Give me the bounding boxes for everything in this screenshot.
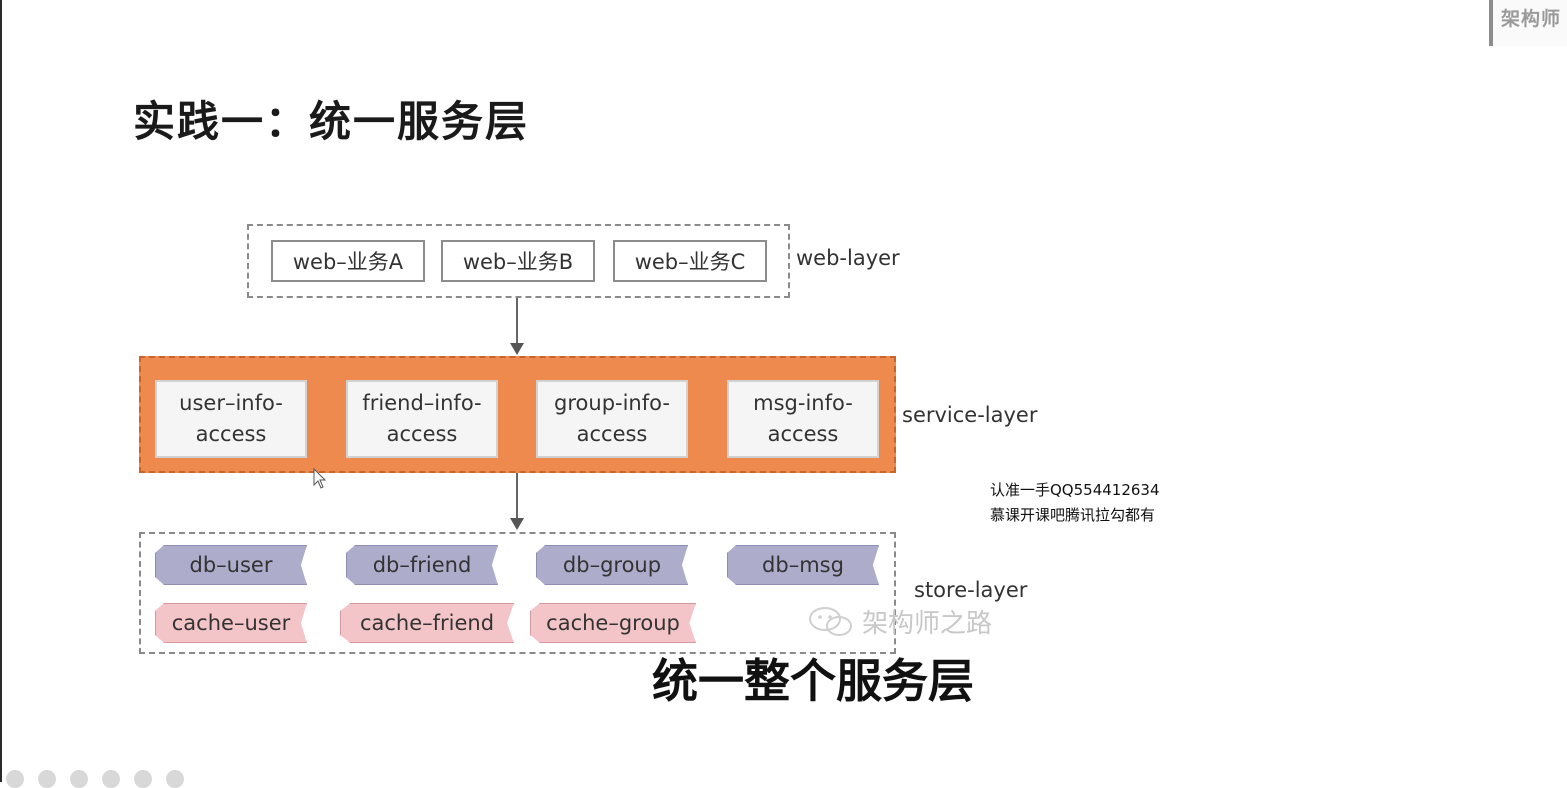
service-box-group-line2: access: [576, 422, 648, 446]
service-box-msg-line1: msg-info-: [753, 391, 853, 415]
web-layer-label: web-layer: [796, 246, 900, 270]
arrow-service-to-store-head: [510, 518, 524, 530]
player-controls[interactable]: [6, 770, 184, 788]
service-box-user: user–info-access: [155, 380, 307, 458]
corner-logo: 架构师: [1489, 0, 1567, 46]
db-msg-tag: db–msg: [727, 545, 879, 585]
control-icon-4[interactable]: [102, 770, 120, 788]
db-group-tag: db–group: [536, 545, 688, 585]
service-box-friend: friend–info-access: [346, 380, 498, 458]
service-box-msg: msg-info-access: [727, 380, 879, 458]
service-box-user-line1: user–info-: [179, 391, 283, 415]
window-edge: [0, 0, 2, 782]
service-box-friend-line2: access: [386, 422, 458, 446]
cache-group-tag: cache–group: [530, 603, 696, 643]
web-box-c: web–业务C: [613, 240, 767, 282]
service-box-msg-line2: access: [767, 422, 839, 446]
qq-note-line1: 认准一手QQ554412634: [990, 481, 1160, 499]
db-user-tag: db–user: [155, 545, 307, 585]
arrow-service-to-store-line: [516, 473, 518, 519]
service-box-user-line2: access: [195, 422, 267, 446]
qq-note-line2: 慕课开课吧腾讯拉勾都有: [990, 506, 1156, 524]
control-icon-5[interactable]: [134, 770, 152, 788]
db-friend-tag: db–friend: [346, 545, 498, 585]
watermark-text: 架构师之路: [862, 609, 993, 639]
arrow-web-to-service-head: [510, 343, 524, 355]
web-layer-frame: [247, 224, 790, 298]
control-icon-1[interactable]: [6, 770, 24, 788]
control-icon-3[interactable]: [70, 770, 88, 788]
control-icon-6[interactable]: [166, 770, 184, 788]
arrow-web-to-service-line: [516, 298, 518, 344]
mouse-cursor-icon: [313, 468, 327, 489]
web-box-a: web–业务A: [271, 240, 425, 282]
service-layer-label: service-layer: [902, 403, 1038, 427]
cache-friend-tag: cache–friend: [340, 603, 514, 643]
wechat-icon: [809, 606, 852, 636]
control-icon-2[interactable]: [38, 770, 56, 788]
qq-note: 认准一手QQ554412634 慕课开课吧腾讯拉勾都有: [990, 478, 1160, 528]
service-box-group: group-info-access: [536, 380, 688, 458]
store-layer-frame: [139, 532, 896, 654]
slide-title: 实践一：统一服务层: [133, 97, 530, 146]
video-subtitle: 统一整个服务层: [652, 654, 974, 708]
watermark: 架构师之路: [808, 603, 992, 640]
web-box-b: web–业务B: [441, 240, 595, 282]
store-layer-label: store-layer: [914, 578, 1028, 602]
cache-user-tag: cache–user: [155, 603, 307, 643]
service-box-group-line1: group-info-: [554, 391, 670, 415]
service-box-friend-line1: friend–info-: [362, 391, 482, 415]
